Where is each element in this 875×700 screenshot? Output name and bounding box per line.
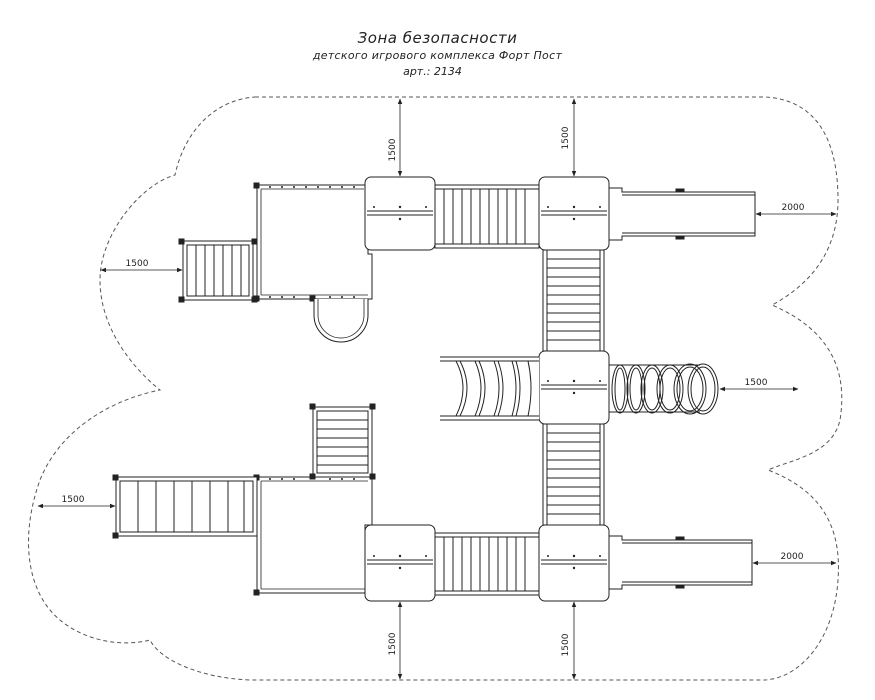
drawing-title: Зона безопасности	[357, 29, 518, 47]
slide-bottom	[608, 535, 753, 590]
dim-label-right-middle: 1500	[745, 378, 768, 388]
bridge-bottom	[434, 532, 540, 596]
lower-left-upper-ladder	[309, 403, 376, 480]
tower-top-left	[364, 176, 436, 251]
dim-label-bottom-left: 1500	[388, 632, 398, 655]
ring-tunnel	[609, 363, 719, 415]
tower-top-right	[538, 176, 610, 251]
dim-label-left-upper: 1500	[126, 259, 149, 269]
dim-label-top-right: 1500	[561, 126, 571, 149]
half-round-step	[313, 299, 369, 343]
upper-left-platform	[253, 182, 373, 302]
dim-label-left-lower: 1500	[62, 495, 85, 505]
upper-left-ladder	[178, 238, 258, 303]
drawing-subtitle: детского игрового комплекса Форт Пост	[312, 49, 563, 62]
bridge-vertical-upper	[542, 249, 605, 352]
title-block: Зона безопасности детского игрового комп…	[0, 28, 875, 80]
lower-left-platform	[253, 474, 373, 596]
dim-label-right-top: 2000	[782, 203, 805, 213]
dim-label-bottom-right: 1500	[561, 633, 571, 656]
bridge-vertical-lower	[542, 423, 605, 526]
slide-top	[608, 187, 756, 241]
safety-zone-outline	[28, 96, 843, 681]
lower-left-side-ladder	[112, 474, 258, 539]
arched-ladder	[440, 356, 539, 421]
tower-middle	[538, 350, 610, 425]
tower-bottom-right	[538, 524, 610, 602]
bridge-top	[434, 184, 540, 249]
article-number: арт.: 2134	[403, 65, 462, 78]
dim-label-right-bottom: 2000	[781, 552, 804, 562]
tower-bottom-left	[364, 524, 436, 602]
dim-label-top-left: 1500	[388, 138, 398, 161]
